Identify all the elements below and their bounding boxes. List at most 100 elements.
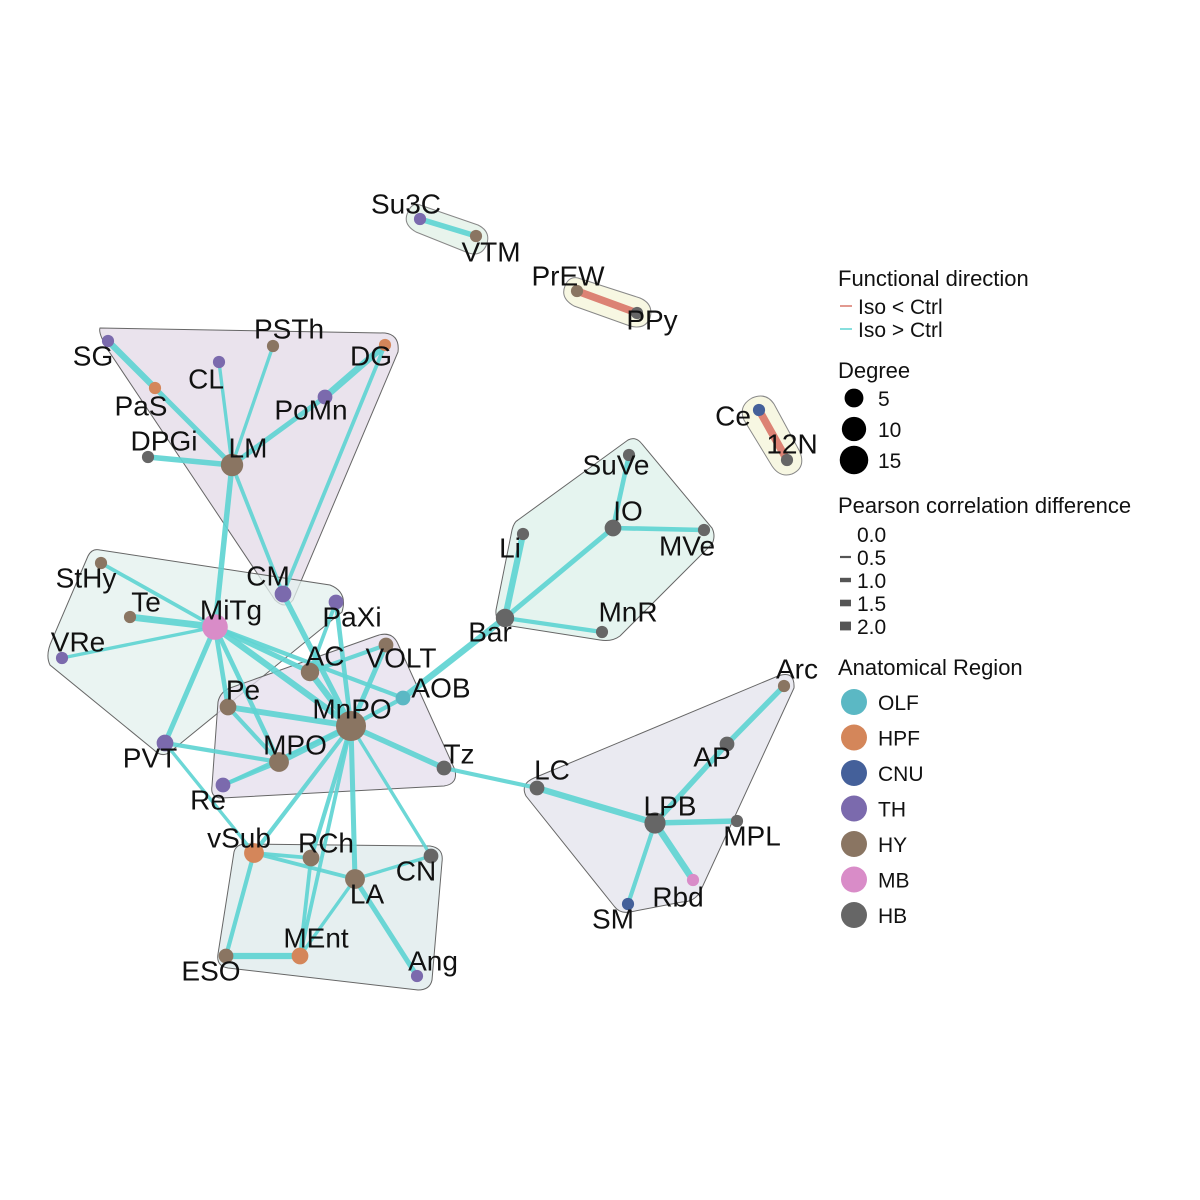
legend-degree-dot-15 [839, 445, 869, 475]
node-label-li: Li [499, 532, 521, 563]
edge-mitg-pe [212, 624, 231, 710]
edge-sg-pas [104, 337, 159, 392]
node-lc [529, 780, 545, 796]
node-pas [148, 381, 162, 395]
legend-degree-label-5: 5 [878, 388, 890, 411]
node-cm [274, 585, 292, 603]
legend-region-dot-mb [841, 866, 867, 893]
node-cl [212, 355, 226, 369]
node-label-re: Re [190, 784, 226, 815]
node-io [604, 519, 622, 537]
edge-li-bar [501, 530, 527, 622]
node-aob [395, 690, 411, 706]
node-label-sm: SM [592, 903, 634, 934]
edge-pvt-vsub [163, 741, 256, 855]
node-label-mnpo: MnPO [312, 693, 391, 724]
edge-vsub-eso [223, 850, 257, 959]
edge-mitg-aob [212, 624, 406, 701]
node-label-psth: PSTh [254, 313, 324, 344]
legend-corr-label-2.0: 2.0 [857, 616, 886, 639]
legend: Functional direction Iso < Ctrl Iso > Ct… [838, 266, 1131, 928]
node-label-aob: AOB [411, 672, 470, 703]
edge-mnpo-la [348, 723, 358, 882]
node-vsub [244, 843, 264, 863]
edge-la-ang [352, 876, 420, 979]
node-label-lm: LM [229, 432, 268, 463]
node-label-12n: 12N [766, 428, 817, 459]
edge-ap-lpb [652, 741, 730, 826]
legend-corr-label-0.5: 0.5 [857, 547, 886, 570]
node-volt [378, 637, 394, 653]
node-label-cn: CN [396, 855, 436, 886]
node-label-dg: DG [350, 340, 392, 371]
node-label-la: LA [350, 878, 385, 909]
nodes-layer [55, 212, 794, 983]
node-mitg [202, 614, 228, 640]
node-dpgi [141, 450, 155, 464]
edge-lm-mitg [212, 462, 235, 630]
node-label-ang: Ang [408, 945, 458, 976]
node-label-rbd: Rbd [652, 881, 703, 912]
edge-cl-lm [217, 360, 234, 467]
node-tz [436, 760, 452, 776]
edge-vsub-la [252, 851, 357, 881]
edge-cn-la [353, 854, 433, 881]
edge-ce-12n [755, 406, 791, 464]
edge-mitg-mpo [212, 624, 282, 765]
cluster-hulls [47, 203, 803, 991]
edge-rch-ment [298, 856, 313, 958]
node-label-bar: Bar [468, 616, 512, 647]
node-re [215, 777, 231, 793]
node-label-mpo: MPO [263, 729, 327, 760]
edge-mnpo-cn [349, 724, 433, 858]
legend-region-dot-cnu [841, 760, 867, 786]
node-label-cl: CL [188, 363, 224, 394]
edges-layer [60, 216, 791, 979]
node-label-te: Te [131, 586, 161, 617]
edge-pe-mpo [225, 704, 282, 765]
node-lpb [644, 812, 666, 834]
node-labels-layer: Su3CVTMPrEWPPyCe12NSGPaSCLPSThDGPoMnDPGi… [51, 188, 818, 986]
legend-region-label-hy: HY [878, 834, 907, 857]
node-label-mitg: MiTg [200, 594, 262, 625]
node-suve [622, 448, 636, 462]
node-label-cm: CM [246, 560, 290, 591]
edge-pomn-lm [229, 394, 328, 468]
node-label-io: IO [613, 495, 643, 526]
edge-io-bar [502, 525, 616, 621]
legend-region-dot-hpf [841, 724, 867, 751]
node-label-lpb: LPB [644, 790, 697, 821]
node-ac [300, 662, 320, 682]
node-arc [777, 679, 791, 693]
edge-lc-lpb [533, 784, 659, 827]
edge-bar-aob [399, 614, 509, 702]
legend-region-label-cnu: CNU [878, 763, 924, 786]
legend-degree-dot-10 [841, 416, 867, 442]
node-te [123, 610, 137, 624]
edge-mitg-mnpo [211, 623, 355, 730]
legend-degree-label-15: 15 [878, 450, 901, 473]
edge-lpb-rbd [651, 819, 697, 884]
edge-la-ment [298, 877, 357, 958]
node-label-vtm: VTM [461, 236, 520, 267]
node-label-mve: MVe [659, 530, 715, 561]
edge-re-mnpo [221, 724, 353, 787]
node-li [516, 527, 530, 541]
edge-prew-ppy [573, 287, 641, 317]
node-label-vre: VRe [51, 626, 105, 657]
legend-direction-neg-label: Iso < Ctrl [858, 296, 943, 319]
legend-region-label-olf: OLF [878, 692, 919, 715]
node-label-paxi: PaXi [322, 601, 381, 632]
edge-lm-cm [230, 463, 285, 596]
node-rch [302, 849, 320, 867]
node-label-prew: PrEW [531, 260, 605, 291]
edge-suve-io [610, 452, 632, 531]
legend-degree-label-10: 10 [878, 419, 901, 442]
legend-degree-title: Degree [838, 358, 910, 383]
edge-mnpo-vsub [251, 723, 354, 856]
node-label-sthy: StHy [56, 562, 117, 593]
node-label-pas: PaS [115, 390, 168, 421]
legend-region-dot-hy [841, 831, 867, 857]
edge-te-mitg [126, 613, 219, 631]
